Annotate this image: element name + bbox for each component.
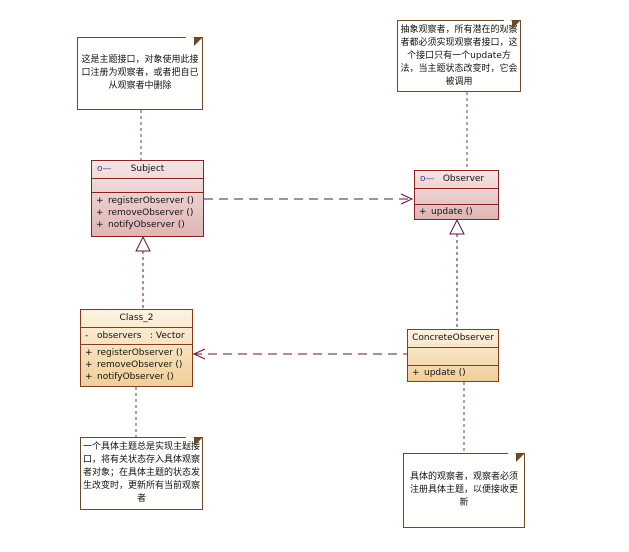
operation-row[interactable]: + registerObserver () [85, 347, 192, 359]
operation-row[interactable]: + registerObserver () [96, 195, 203, 207]
visibility-marker: + [412, 368, 420, 378]
note-fold-icon [194, 437, 203, 446]
operations-section: +registerObserver () +removeObserver () … [81, 345, 192, 385]
class-name: Class_2 [119, 313, 154, 323]
arrowhead-open-icon [192, 348, 206, 360]
class-subject[interactable]: o— Subject + registerObserver () + removeO… [91, 160, 204, 237]
visibility-marker: + [85, 348, 93, 358]
operation-row[interactable]: + notifyObserver () [96, 219, 203, 231]
note-fold-icon [516, 453, 525, 462]
arrowhead-open-icon [400, 193, 414, 205]
interface-lollipop-icon: o— [420, 174, 435, 184]
visibility-marker: + [96, 220, 104, 230]
operation-signature: registerObserver () [108, 196, 194, 206]
attribute-signature: observers : Vector [97, 331, 185, 341]
class-name: Subject [130, 164, 165, 174]
note-text: 一个具体主题总是实现主题接口，将有关状态存入具体观察者对象；在具体主题的状态发生… [82, 442, 200, 504]
operation-signature: removeObserver () [108, 208, 194, 218]
note-text: 抽象观察者，所有潜在的观察者都必须实现观察者接口，这个接口只有一个update方… [400, 24, 518, 87]
note-subject[interactable]: 这是主题接口，对象使用此接口注册为观察者，或者把自已从观察者中删除 [77, 37, 203, 110]
class-class2[interactable]: Class_2 -observers : Vector + registerObs… [80, 309, 193, 387]
interface-lollipop-icon: o— [97, 164, 112, 174]
visibility-marker: - [85, 331, 89, 341]
operations-section: + update () [415, 205, 498, 220]
operation-row[interactable]: + notifyObserver () [85, 371, 192, 383]
class-name: Observer [442, 174, 485, 184]
class-header: o— Observer [415, 171, 498, 189]
operation-row[interactable]: + removeObserver () [85, 359, 192, 371]
class-observer[interactable]: o— Observer + update () [414, 170, 499, 220]
note-class2[interactable]: 一个具体主题总是实现主题接口，将有关状态存入具体观察者对象；在具体主题的状态发生… [80, 437, 203, 510]
operation-signature: notifyObserver () [108, 220, 185, 230]
note-text: 这是主题接口，对象使用此接口注册为观察者，或者把自已从观察者中删除 [81, 55, 199, 91]
operation-signature: update () [431, 207, 473, 217]
attributes-section: -observers : Vector [81, 328, 192, 345]
attribute-row[interactable]: -observers : Vector [85, 330, 192, 342]
visibility-marker: + [419, 207, 427, 217]
note-observer[interactable]: 抽象观察者，所有潜在的观察者都必须实现观察者接口，这个接口只有一个update方… [397, 20, 521, 92]
note-fold-icon [194, 37, 203, 46]
operation-signature: removeObserver () [97, 360, 183, 370]
operation-signature: update () [424, 368, 466, 378]
class-header: Class_2 [81, 310, 192, 328]
note-fold-icon [512, 20, 521, 29]
realization-triangle-icon [135, 235, 151, 252]
operation-row[interactable]: + update () [412, 367, 498, 379]
operations-section: +registerObserver () +removeObserver () … [92, 193, 203, 233]
attributes-section [408, 348, 498, 366]
realization-triangle-icon [449, 218, 465, 235]
visibility-marker: + [96, 196, 104, 206]
operation-row[interactable]: + removeObserver () [96, 207, 203, 219]
visibility-marker: + [85, 360, 93, 370]
class-concrete-observer[interactable]: ConcreteObserver + update () [407, 329, 499, 382]
note-concrete-observer[interactable]: 具体的观察者，观察者必须注册具体主题，以便接收更新 [403, 453, 525, 528]
operation-row[interactable]: + update () [419, 206, 498, 218]
class-name: ConcreteObserver [412, 333, 494, 343]
class-header: ConcreteObserver [408, 330, 498, 348]
class-header: o— Subject [92, 161, 203, 179]
operation-signature: registerObserver () [97, 348, 183, 358]
visibility-marker: + [85, 372, 93, 382]
operation-signature: notifyObserver () [97, 372, 174, 382]
attributes-section [92, 179, 203, 193]
note-text: 具体的观察者，观察者必须注册具体主题，以便接收更新 [409, 472, 518, 508]
attributes-section [415, 189, 498, 205]
visibility-marker: + [96, 208, 104, 218]
operations-section: + update () [408, 366, 498, 381]
